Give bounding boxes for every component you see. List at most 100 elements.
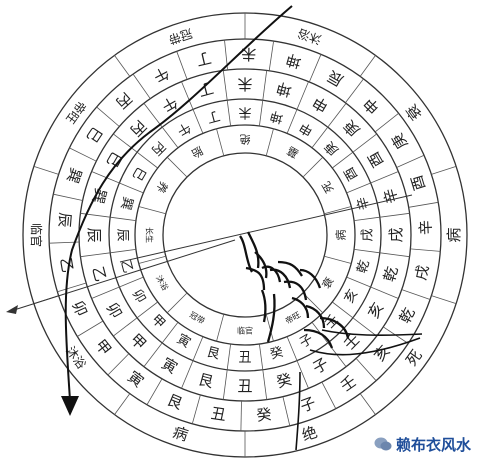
ring-divider (110, 216, 136, 221)
ring-label-ring2: 丑 (210, 404, 227, 424)
ring-divider (143, 342, 163, 367)
ring-divider (268, 41, 274, 71)
ring-divider (57, 282, 87, 293)
ring-label-ring2: 寅 (124, 367, 147, 390)
ring-divider (352, 317, 377, 337)
ring-label-outer: 绝 (300, 423, 320, 445)
ring-divider (166, 292, 188, 314)
ring-divider (110, 249, 136, 254)
ring-divider (332, 301, 354, 319)
ring-label-ring3: 酉 (364, 148, 387, 170)
ring-label-ring2: 辰 (324, 67, 346, 90)
ring-divider (166, 156, 188, 178)
inner-circle (162, 152, 328, 318)
ring-label-inner: 胎 (189, 144, 206, 162)
ring-label-ring4: 丑 (238, 351, 251, 366)
ring-divider (408, 201, 439, 208)
ring-label-inner: 帝旺 (283, 309, 302, 326)
ring-label-inner: 冠带 (188, 310, 206, 326)
ring-label-ring4: 壬 (322, 312, 342, 332)
ring-label-ring4: 丙 (148, 138, 168, 158)
ring-divider (324, 255, 352, 264)
ring-divider (431, 166, 457, 175)
trailing-lines (295, 329, 423, 451)
ring-label-ring2: 卯 (68, 298, 91, 319)
ring-label-ring2: 癸 (255, 405, 272, 424)
ring2-outer-circle (48, 38, 442, 432)
ring-label-inner: 长生 (145, 227, 155, 243)
ring-label-ring3: 乙 (88, 265, 109, 284)
left-arrowhead (6, 305, 18, 314)
ring-divider (77, 320, 104, 337)
ring-divider (262, 369, 268, 400)
ring-divider (113, 317, 138, 337)
ring-divider (132, 73, 151, 99)
ring-label-ring3: 乾 (380, 265, 401, 284)
ring-label-ring2: 午 (150, 63, 172, 86)
ring-label-inner: 养 (154, 179, 172, 196)
ring-label-ring4: 申 (297, 119, 316, 138)
ring-label-outer: 死 (402, 346, 425, 369)
inner-ring-outer-circle (134, 124, 356, 346)
ring-divider (379, 212, 410, 218)
ring-label-ring2: 子 (298, 394, 318, 416)
ring-divider (379, 252, 410, 258)
ring-label-ring3: 寅 (158, 354, 180, 377)
ring-labels: 病死绝病沐浴临官帝旺冠带沐浴衰辰申庚酉辛戌乾亥壬子癸丑艮寅甲卯乙辰巽巳丙午丁未坤… (29, 26, 463, 445)
ring-label-inner: 临官 (237, 326, 253, 336)
ring-label-ring2: 壬 (337, 372, 360, 395)
ring-label-ring4: 辛 (355, 195, 373, 211)
ring-label-inner: 沐浴 (154, 273, 171, 292)
diagonal-line (119, 194, 413, 263)
ring-divider (69, 147, 97, 162)
ring-divider (161, 126, 179, 148)
ring-label-ring3: 坤 (275, 78, 294, 99)
ring-label-ring4: 乙 (117, 259, 135, 275)
ring-divider (296, 81, 309, 110)
wechat-icon (374, 437, 392, 451)
ring-divider (226, 100, 231, 126)
ring-divider (161, 322, 179, 344)
ring-label-ring2: 甲 (91, 336, 114, 359)
mountain-sketch (239, 231, 350, 349)
ring-label-ring3: 辰 (85, 227, 103, 242)
left-arrow-line (13, 239, 236, 311)
ring-label-ring2: 巽 (63, 165, 85, 185)
ring-dividers (33, 13, 457, 457)
ring-divider (345, 78, 364, 104)
ring-label-ring3: 子 (309, 354, 331, 377)
ring-label-ring4: 亥 (342, 287, 361, 306)
ring-divider (80, 252, 111, 258)
ring-label-ring2: 丁 (194, 48, 213, 69)
ring-divider (181, 360, 194, 389)
ring-divider (296, 360, 309, 389)
ring-divider (114, 55, 131, 77)
ring-label-ring3: 庚 (340, 117, 363, 140)
ring-divider (286, 109, 298, 134)
ring-label-inner: 死 (320, 179, 337, 195)
ring-divider (143, 103, 163, 128)
ring-label-ring4: 巽 (117, 195, 135, 211)
ring-divider (324, 206, 352, 215)
ring-divider (138, 255, 166, 264)
ring-divider (119, 276, 144, 288)
ring-divider (286, 336, 298, 361)
ring-divider (192, 336, 204, 361)
ring-divider (114, 393, 131, 415)
ring-divider (308, 54, 322, 83)
ring-divider (431, 295, 457, 304)
ring-divider (259, 344, 264, 370)
ring-divider (113, 133, 138, 153)
ring-divider (136, 151, 158, 169)
ring-divider (107, 353, 130, 376)
ring-label-ring3: 丙 (127, 117, 150, 140)
ring-divider (396, 154, 425, 168)
ring-divider (240, 400, 242, 432)
ring-divider (359, 393, 376, 415)
ring-divider (136, 301, 158, 319)
ring-divider (265, 314, 274, 342)
flow-curve (64, 5, 293, 401)
ring-label-ring3: 未 (237, 75, 252, 93)
ring-label-ring4: 未 (238, 105, 251, 120)
ring-divider (222, 369, 228, 400)
